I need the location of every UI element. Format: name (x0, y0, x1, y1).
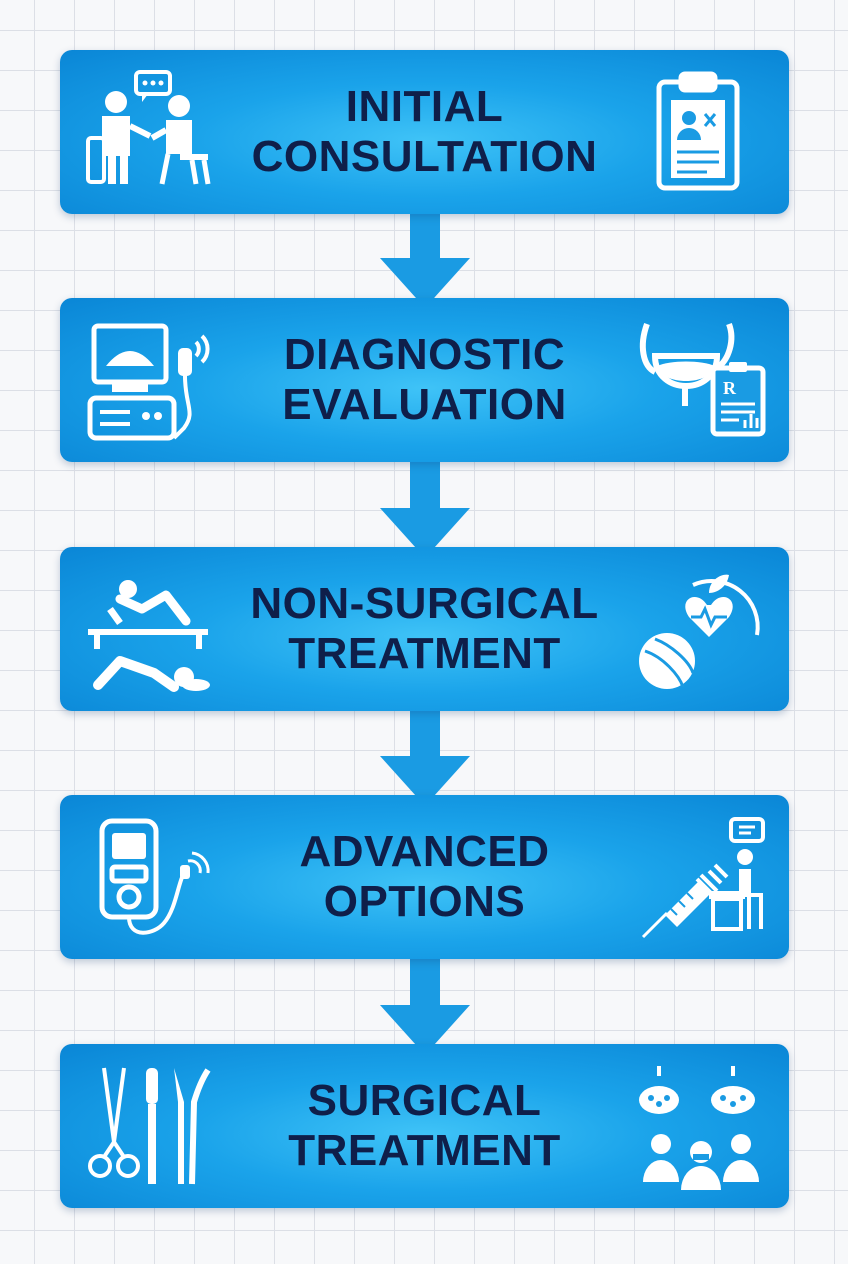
nerve-stimulation-device-icon (84, 813, 214, 943)
stage-initial-consultation: INITIAL CONSULTATION (60, 50, 789, 214)
svg-text:R: R (723, 378, 737, 398)
doctor-patient-consultation-icon (84, 68, 214, 198)
stage-title-line1: INITIAL (345, 82, 504, 131)
clipboard-patient-record-icon (637, 68, 767, 198)
stage-title-line1: NON-SURGICAL (250, 579, 599, 628)
surgical-team-lights-icon (637, 1062, 767, 1192)
stage-title-line2: TREATMENT (288, 1126, 561, 1175)
stage-title-line1: DIAGNOSTIC (283, 330, 566, 379)
ultrasound-machine-icon (84, 316, 214, 446)
stage-advanced-options: ADVANCED OPTIONS (60, 795, 789, 959)
stage-non-surgical-treatment: NON-SURGICAL TREATMENT (60, 547, 789, 711)
flow-arrow-4 (380, 947, 470, 1057)
stage-title-line2: OPTIONS (323, 877, 526, 926)
stage-title: SURGICAL TREATMENT (220, 1044, 629, 1208)
stage-title-line2: CONSULTATION (251, 132, 598, 181)
stage-title-line2: TREATMENT (288, 629, 561, 678)
stage-title: NON-SURGICAL TREATMENT (220, 547, 629, 711)
stage-title: ADVANCED OPTIONS (220, 795, 629, 959)
stage-diagnostic-evaluation: DIAGNOSTIC EVALUATION R (60, 298, 789, 462)
physical-therapy-icon (84, 565, 214, 695)
flow-arrow-1 (380, 200, 470, 310)
stage-title: DIAGNOSTIC EVALUATION (220, 298, 629, 462)
flow-arrow-2 (380, 450, 470, 560)
injection-counseling-icon (637, 813, 767, 943)
surgical-instruments-icon (84, 1062, 214, 1192)
exercise-ball-heart-health-icon (637, 565, 767, 695)
stage-title: INITIAL CONSULTATION (220, 50, 629, 214)
stage-title-line2: EVALUATION (282, 380, 567, 429)
stage-title-line1: ADVANCED (299, 827, 550, 876)
stage-title-line1: SURGICAL (307, 1076, 542, 1125)
flow-arrow-3 (380, 698, 470, 808)
stage-surgical-treatment: SURGICAL TREATMENT (60, 1044, 789, 1208)
bladder-prescription-icon: R (637, 316, 767, 446)
